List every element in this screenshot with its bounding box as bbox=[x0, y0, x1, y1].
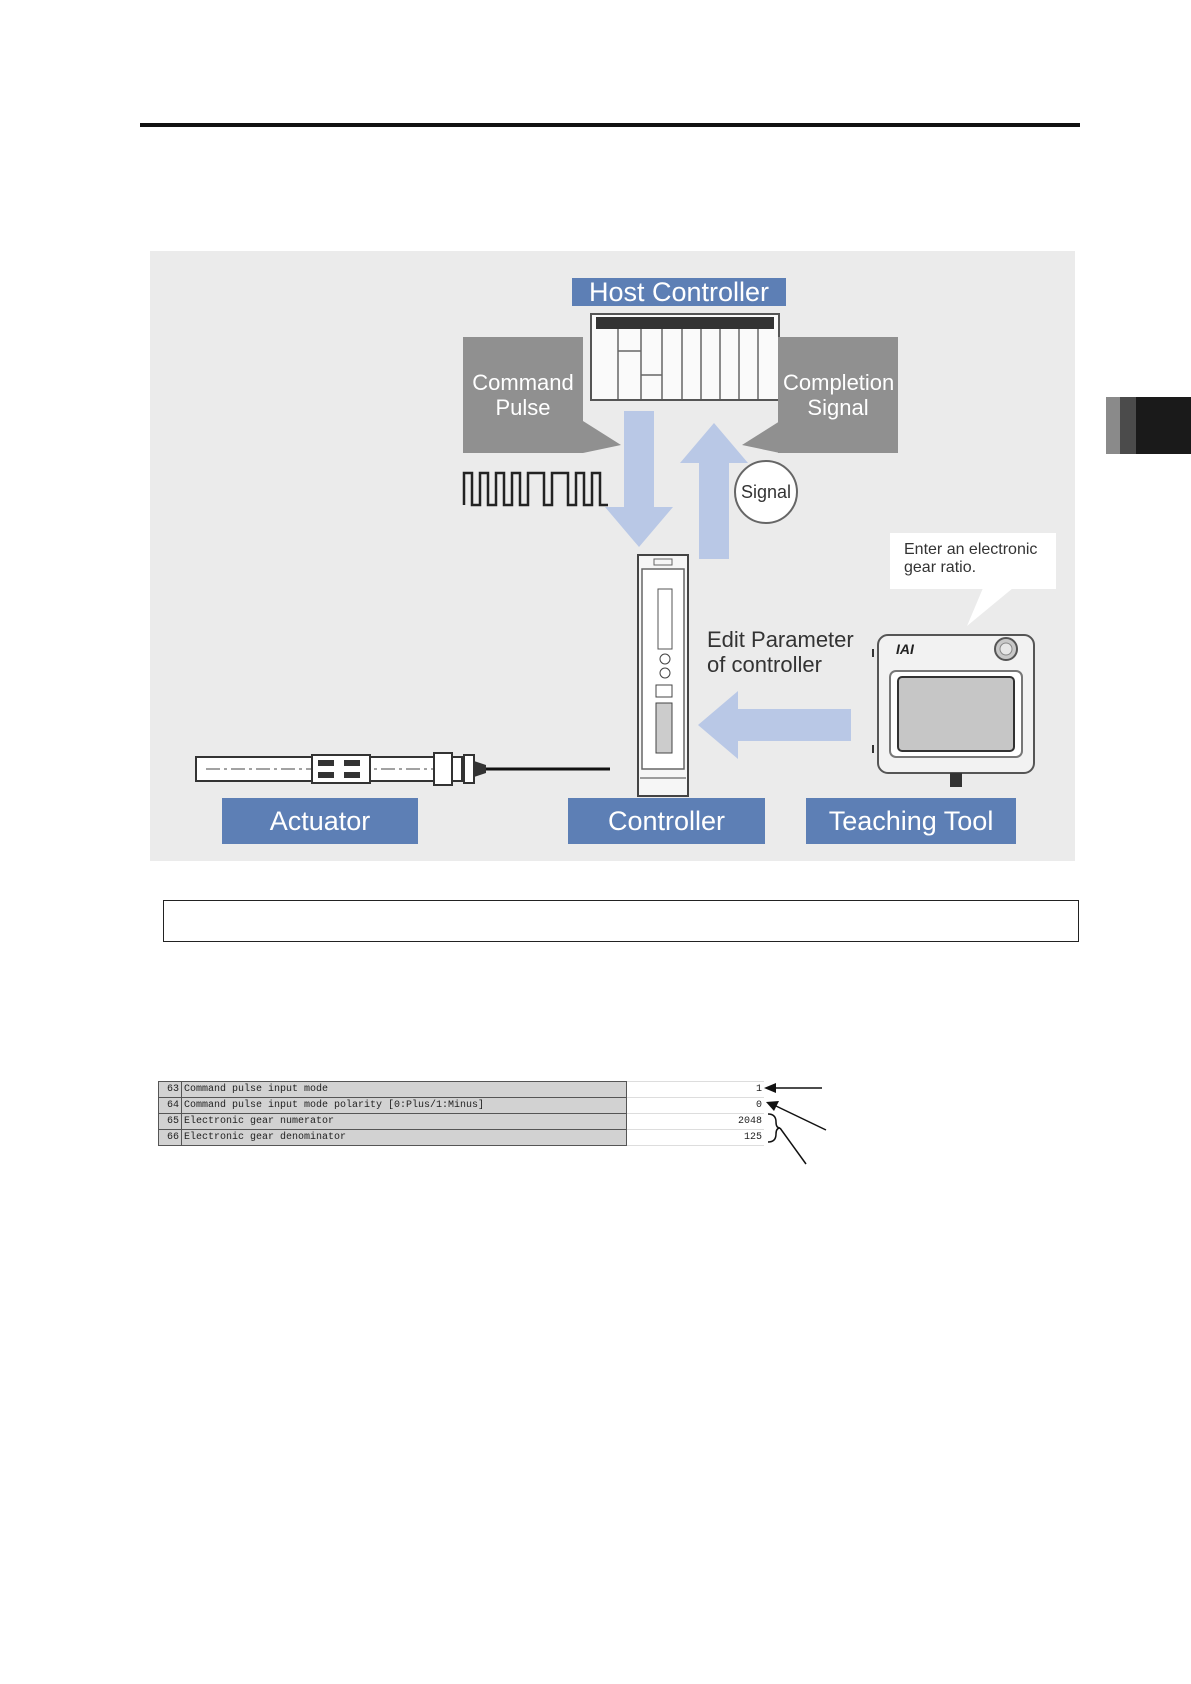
parameter-number: 64 bbox=[158, 1097, 182, 1114]
controller-label: Controller bbox=[568, 798, 765, 844]
table-row[interactable]: 66 Electronic gear denominator 125 bbox=[158, 1129, 764, 1146]
completion-signal-label: Completion Signal bbox=[783, 370, 895, 420]
command-pulse-callout: Command Pulse bbox=[463, 337, 583, 453]
command-pulse-arrow bbox=[605, 411, 673, 547]
command-pulse-label: Command Pulse bbox=[472, 370, 574, 420]
system-diagram: Host Controller Command Pulse Completion… bbox=[150, 251, 1075, 861]
parameter-name: Electronic gear numerator bbox=[181, 1113, 627, 1130]
gear-ratio-text: Enter an electronic gear ratio. bbox=[904, 541, 1038, 576]
header-rule bbox=[140, 123, 1080, 127]
actuator-device bbox=[195, 752, 610, 786]
signal-label: Signal bbox=[740, 481, 792, 502]
completion-signal-arrow bbox=[680, 423, 748, 559]
parameter-value[interactable]: 0 bbox=[626, 1097, 764, 1114]
parameter-name: Command pulse input mode polarity [0:Plu… bbox=[181, 1097, 627, 1114]
gear-ratio-callout: Enter an electronic gear ratio. bbox=[890, 533, 1056, 589]
parameter-number: 66 bbox=[158, 1129, 182, 1146]
completion-signal-pointer bbox=[742, 421, 780, 453]
parameter-value[interactable]: 125 bbox=[626, 1129, 764, 1146]
teaching-tool-device bbox=[872, 634, 1035, 787]
figure-caption-box bbox=[163, 900, 1079, 942]
parameter-value[interactable]: 2048 bbox=[626, 1113, 764, 1130]
parameter-number: 63 bbox=[158, 1081, 182, 1098]
parameter-table: 63 Command pulse input mode 1 64 Command… bbox=[158, 1081, 764, 1146]
edit-parameter-arrow bbox=[698, 691, 851, 759]
command-pulse-pointer bbox=[583, 421, 621, 453]
table-row[interactable]: 65 Electronic gear numerator 2048 bbox=[158, 1113, 764, 1130]
chapter-tab bbox=[1106, 397, 1191, 454]
host-controller-label: Host Controller bbox=[572, 277, 786, 307]
pulse-waveform-icon bbox=[462, 471, 608, 507]
table-row[interactable]: 64 Command pulse input mode polarity [0:… bbox=[158, 1097, 764, 1114]
controller-device bbox=[637, 554, 689, 797]
table-annotation-arrows bbox=[764, 1083, 827, 1165]
teaching-tool-label: Teaching Tool bbox=[806, 798, 1016, 844]
completion-signal-callout: Completion Signal bbox=[778, 337, 898, 453]
parameter-name: Command pulse input mode bbox=[181, 1081, 627, 1098]
teaching-tool-brand: IAI bbox=[896, 641, 914, 657]
plc-illustration bbox=[590, 313, 780, 401]
actuator-label: Actuator bbox=[222, 798, 418, 844]
edit-parameter-label: Edit Parameter of controller bbox=[707, 627, 854, 677]
gear-ratio-pointer bbox=[967, 588, 1013, 626]
parameter-value[interactable]: 1 bbox=[626, 1081, 764, 1098]
signal-bubble: Signal bbox=[734, 460, 798, 524]
parameter-name: Electronic gear denominator bbox=[181, 1129, 627, 1146]
table-row[interactable]: 63 Command pulse input mode 1 bbox=[158, 1081, 764, 1098]
parameter-number: 65 bbox=[158, 1113, 182, 1130]
